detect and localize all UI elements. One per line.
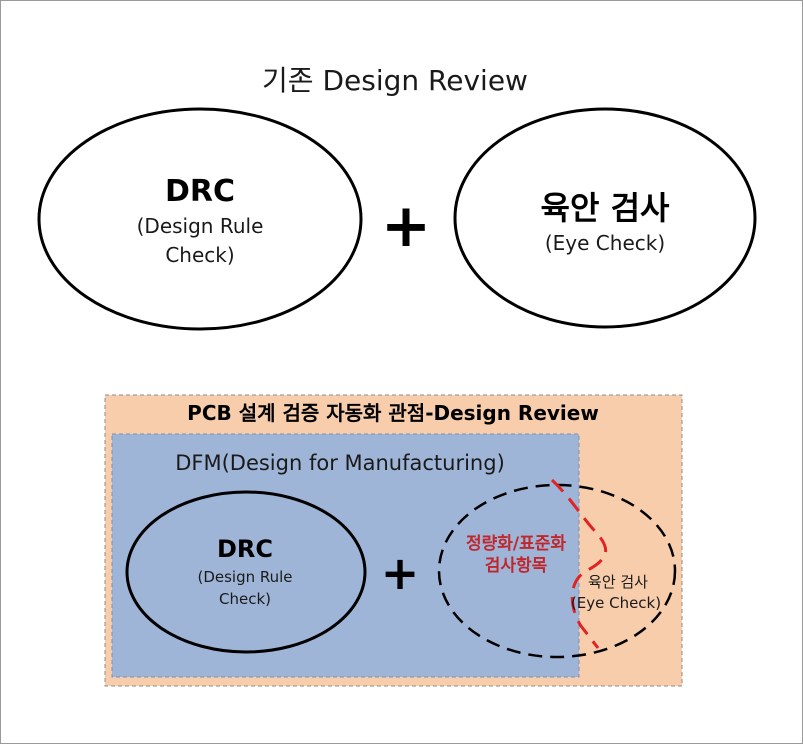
bottom-eye-check-ellipse bbox=[437, 483, 677, 659]
split-dashed-line bbox=[550, 478, 608, 649]
top-drc-subtitle-line2: Check) bbox=[165, 243, 234, 267]
top-eye-check-subtitle: (Eye Check) bbox=[545, 231, 665, 255]
bottom-drc-subtitle-line2: Check) bbox=[219, 590, 271, 608]
bottom-plus-sign: + bbox=[381, 546, 420, 600]
quantified-inspection-line1: 정량화/표준화 bbox=[466, 534, 566, 554]
top-eye-check-title: 육안 검사 bbox=[541, 189, 670, 227]
top-drc-title: DRC bbox=[165, 174, 235, 209]
quantified-inspection-line2: 검사항목 bbox=[485, 555, 548, 576]
bottom-drc-title: DRC bbox=[217, 535, 273, 563]
top-drc-subtitle-line1: (Design Rule bbox=[137, 214, 264, 238]
bottom-eye-check-subtitle: (Eye Check) bbox=[571, 594, 661, 612]
top-title: 기존 Design Review bbox=[262, 64, 528, 97]
bottom-drc-ellipse bbox=[125, 490, 367, 654]
top-eye-check-ellipse bbox=[453, 107, 757, 329]
automation-box-title: PCB 설계 검증 자동화 관점-Design Review bbox=[187, 401, 599, 425]
top-drc-ellipse bbox=[37, 107, 363, 331]
bottom-eye-check-title: 육안 검사 bbox=[588, 573, 648, 591]
bottom-drc-subtitle-line1: (Design Rule bbox=[197, 568, 292, 586]
top-plus-sign: + bbox=[381, 191, 431, 261]
dfm-label: DFM(Design for Manufacturing) bbox=[175, 451, 505, 475]
